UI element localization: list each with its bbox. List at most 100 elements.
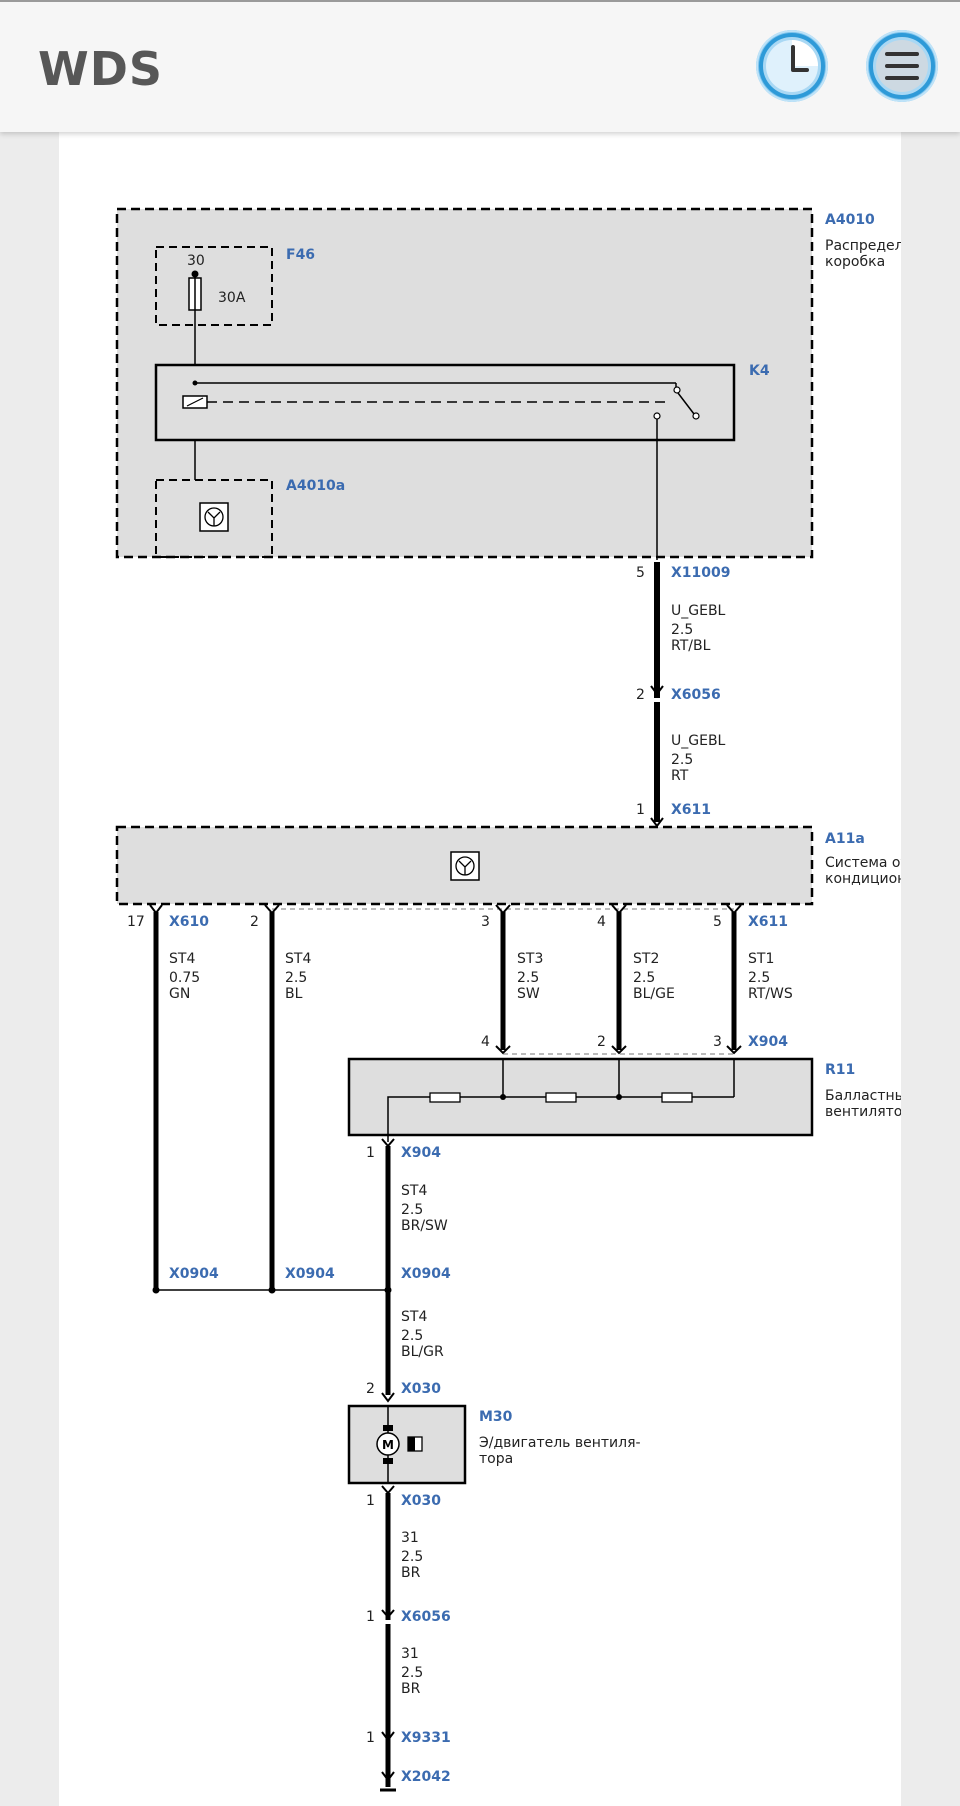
pin-label: 1 bbox=[366, 1730, 375, 1746]
k4-ref: K4 bbox=[749, 363, 770, 379]
f46-rating: 30A bbox=[218, 290, 246, 306]
wire-color: BL bbox=[285, 986, 303, 1002]
wire-color: BL/GE bbox=[633, 986, 675, 1002]
a4010a-box bbox=[155, 479, 273, 558]
pin-label: 2 bbox=[366, 1381, 375, 1397]
wire-signal: ST4 bbox=[401, 1183, 427, 1199]
resistor-symbol bbox=[661, 1092, 693, 1103]
x0904-ref: X0904 bbox=[169, 1266, 219, 1282]
x6056-pin: 2 bbox=[636, 687, 645, 703]
wire-signal: U_GEBL bbox=[671, 733, 726, 749]
m30-desc: тора bbox=[479, 1451, 513, 1467]
a4010-ref: A4010 bbox=[825, 212, 875, 228]
x030-ref: X030 bbox=[401, 1493, 441, 1509]
wire-signal: ST3 bbox=[517, 951, 543, 967]
wire-color: SW bbox=[517, 986, 540, 1002]
hamburger-menu-icon bbox=[869, 33, 935, 99]
wire-size: 2.5 bbox=[285, 970, 307, 986]
menu-button[interactable] bbox=[866, 30, 938, 102]
wire-size: 2.5 bbox=[401, 1549, 423, 1565]
r11-ref: R11 bbox=[825, 1062, 855, 1078]
wire-color: RT/BL bbox=[671, 638, 711, 654]
x904-ref: X904 bbox=[401, 1145, 441, 1161]
wire-color: BR bbox=[401, 1681, 421, 1697]
control-unit-icon bbox=[450, 851, 480, 881]
x6056-ref: X6056 bbox=[401, 1609, 451, 1625]
wire-color: BR bbox=[401, 1565, 421, 1581]
wire-color: BR/SW bbox=[401, 1218, 448, 1234]
motor-symbol bbox=[376, 1432, 400, 1456]
app-title: WDS bbox=[38, 42, 164, 96]
wire-size: 0.75 bbox=[169, 970, 200, 986]
motor-letter: M bbox=[382, 1438, 394, 1452]
wire-size: 2.5 bbox=[401, 1202, 423, 1218]
control-unit-icon bbox=[199, 502, 229, 532]
x11009-pin: 5 bbox=[636, 565, 645, 581]
app-bar: WDS bbox=[0, 0, 960, 132]
x610-pin: 17 bbox=[127, 914, 145, 930]
x611-ref: X611 bbox=[748, 914, 788, 930]
x904-ref: X904 bbox=[748, 1034, 788, 1050]
x11009-ref: X11009 bbox=[671, 565, 731, 581]
wire-size: 2.5 bbox=[401, 1328, 423, 1344]
wire-size: 2.5 bbox=[401, 1665, 423, 1681]
r11-desc: вентилятор bbox=[825, 1104, 901, 1120]
a4010a-ref: A4010a bbox=[286, 478, 345, 494]
clock-icon bbox=[759, 33, 825, 99]
x030-ref: X030 bbox=[401, 1381, 441, 1397]
wire-signal: ST1 bbox=[748, 951, 774, 967]
resistor-symbol bbox=[429, 1092, 461, 1103]
wire-color: GN bbox=[169, 986, 190, 1002]
f46-box bbox=[155, 246, 273, 326]
pin-label: 1 bbox=[366, 1145, 375, 1161]
wire-color: RT/WS bbox=[748, 986, 793, 1002]
m30-motor-box bbox=[347, 1404, 467, 1485]
x0904-ref: X0904 bbox=[285, 1266, 335, 1282]
x0904-ref: X0904 bbox=[401, 1266, 451, 1282]
m30-desc: Э/двигатель вентиля- bbox=[479, 1435, 641, 1451]
pin-label: 2 bbox=[250, 914, 259, 930]
x611-pin: 1 bbox=[636, 802, 645, 818]
wire-signal: ST2 bbox=[633, 951, 659, 967]
wire-size: 2.5 bbox=[517, 970, 539, 986]
pin-label: 3 bbox=[713, 1034, 722, 1050]
wire-signal: 31 bbox=[401, 1646, 419, 1662]
wire-color: BL/GR bbox=[401, 1344, 444, 1360]
pin-label: 2 bbox=[597, 1034, 606, 1050]
wire-signal: ST4 bbox=[285, 951, 311, 967]
a11a-ref: A11a bbox=[825, 831, 865, 847]
wire-signal: U_GEBL bbox=[671, 603, 726, 619]
wiring-diagram: A4010 Распредел коробка F46 30 30A K4 A4… bbox=[115, 207, 901, 1792]
pin-label: 4 bbox=[597, 914, 606, 930]
wire-signal: 31 bbox=[401, 1530, 419, 1546]
x611-ref: X611 bbox=[671, 802, 711, 818]
k4-relay-box bbox=[154, 363, 736, 442]
pin-label: 3 bbox=[481, 914, 490, 930]
a11a-desc: Система от bbox=[825, 855, 901, 871]
x610-ref: X610 bbox=[169, 914, 209, 930]
pin-label: 4 bbox=[481, 1034, 490, 1050]
wiring-diagram-sheet: A4010 Распредел коробка F46 30 30A K4 A4… bbox=[59, 132, 901, 1806]
x2042-ref: X2042 bbox=[401, 1769, 451, 1785]
a4010-desc: коробка bbox=[825, 254, 885, 270]
x6056-ref: X6056 bbox=[671, 687, 721, 703]
relay-switch bbox=[677, 392, 695, 415]
r11-desc: Балластны bbox=[825, 1088, 901, 1104]
wire-color: RT bbox=[671, 768, 689, 784]
m30-ref: M30 bbox=[479, 1409, 513, 1425]
wire-size: 2.5 bbox=[671, 752, 693, 768]
f46-pin: 30 bbox=[187, 253, 205, 269]
wire-signal: ST4 bbox=[169, 951, 195, 967]
pin-label: 5 bbox=[713, 914, 722, 930]
a4010-desc: Распредел bbox=[825, 238, 901, 254]
history-button[interactable] bbox=[756, 30, 828, 102]
wire-size: 2.5 bbox=[748, 970, 770, 986]
pin-label: 1 bbox=[366, 1493, 375, 1509]
resistor-symbol bbox=[545, 1092, 577, 1103]
wire-size: 2.5 bbox=[633, 970, 655, 986]
wire-size: 2.5 bbox=[671, 622, 693, 638]
f46-ref: F46 bbox=[286, 247, 315, 263]
wire-signal: ST4 bbox=[401, 1309, 427, 1325]
pin-label: 1 bbox=[366, 1609, 375, 1625]
x9331-ref: X9331 bbox=[401, 1730, 451, 1746]
